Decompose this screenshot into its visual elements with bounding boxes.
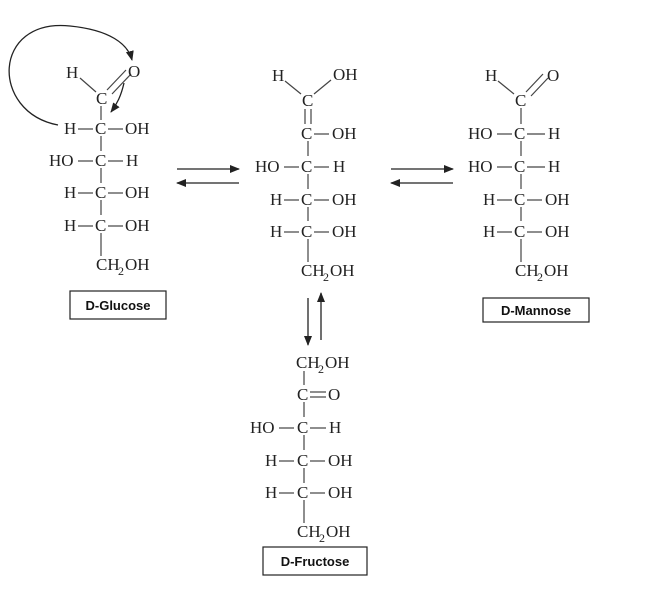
enediol-c4: C <box>301 190 312 209</box>
enediol-c1-h: H <box>272 66 284 85</box>
enediol-c4-oh: OH <box>332 190 357 209</box>
enediol-c2-oh: OH <box>332 124 357 143</box>
glucose-h-c-bond <box>79 77 97 93</box>
mannose-aldehyde-h: H <box>485 66 497 85</box>
mannose-co-bond-a <box>525 73 544 93</box>
mannose-c4-h: H <box>483 190 495 209</box>
mannose-c5-h: H <box>483 222 495 241</box>
fructose-c5-h: H <box>265 483 277 502</box>
mannose-label: D-Mannose <box>501 303 571 318</box>
glucose-label-box <box>69 290 167 320</box>
glucose-carbonyl-o: O <box>128 62 140 81</box>
enediol-c3: C <box>301 157 312 176</box>
glucose-label: D-Glucose <box>85 298 150 313</box>
fructose-c1-subscript: 2 <box>318 362 324 376</box>
glucose-co-bond-a <box>106 69 127 91</box>
enediol-c5-h: H <box>270 222 282 241</box>
mannose-c2: C <box>514 124 525 143</box>
mannose-label-box <box>482 297 590 323</box>
mannose-structure: H C O HO C H HO C H H C OH H C OH C <box>468 66 570 284</box>
mannose-c2-ho: HO <box>468 124 493 143</box>
mannose-c4: C <box>514 190 525 209</box>
glucose-c4-h: H <box>64 183 76 202</box>
enediol-c4-h: H <box>270 190 282 209</box>
mannose-c2-h: H <box>548 124 560 143</box>
enediol-c1-oh-bond <box>313 79 332 95</box>
mannose-c5: C <box>514 222 525 241</box>
enediol-c6-subscript: 2 <box>323 270 329 284</box>
glucose-c6-oh: OH <box>125 255 150 274</box>
mannose-c6-oh: OH <box>544 261 569 280</box>
mannose-co-bond-b <box>530 77 549 97</box>
glucose-c5-oh: OH <box>125 216 150 235</box>
glucose-c2-oh: OH <box>125 119 150 138</box>
glucose-c3: C <box>95 151 106 170</box>
mannose-c6-ch: CH <box>515 261 539 280</box>
fructose-label-box <box>262 546 368 576</box>
mannose-carbonyl-o: O <box>547 66 559 85</box>
fructose-c5: C <box>297 483 308 502</box>
glucose-c6-subscript: 2 <box>118 264 124 278</box>
glucose-c6-ch: CH <box>96 255 120 274</box>
fructose-c3-h: H <box>329 418 341 437</box>
enediol-h-c-bond <box>284 80 302 95</box>
glucose-c5: C <box>95 216 106 235</box>
mannose-c3-ho: HO <box>468 157 493 176</box>
glucose-co-bond-b <box>111 73 132 95</box>
glucose-c1: C <box>96 89 107 108</box>
fructose-c6-oh: OH <box>326 522 351 541</box>
enediol-c6-ch: CH <box>301 261 325 280</box>
glucose-c3-h: H <box>126 151 138 170</box>
enediol-c1: C <box>302 91 313 110</box>
enediol-c5: C <box>301 222 312 241</box>
glucose-c4-oh: OH <box>125 183 150 202</box>
fructose-c4-oh: OH <box>328 451 353 470</box>
glucose-c3-ho: HO <box>49 151 74 170</box>
mannose-c3-h: H <box>548 157 560 176</box>
enediol-c5-oh: OH <box>332 222 357 241</box>
enediol-c6-oh: OH <box>330 261 355 280</box>
loop-arrow <box>8 25 134 126</box>
fructose-carbonyl-o: O <box>328 385 340 404</box>
mannose-h-c-bond <box>497 80 515 95</box>
mannose-c4-oh: OH <box>545 190 570 209</box>
short-curved-arrow <box>110 82 125 113</box>
fructose-c1-oh: OH <box>325 353 350 372</box>
enediol-c2: C <box>301 124 312 143</box>
enediol-c1-oh: OH <box>333 65 358 84</box>
enediol-c3-ho: HO <box>255 157 280 176</box>
glucose-structure: H C O H C OH HO C H H C OH H C OH C <box>8 25 150 278</box>
fructose-c6-ch: CH <box>297 522 321 541</box>
fructose-c2: C <box>297 385 308 404</box>
glucose-c2-h: H <box>64 119 76 138</box>
mannose-c6-subscript: 2 <box>537 270 543 284</box>
fructose-structure: CH 2 OH C O HO C H H C OH H C OH CH 2 OH <box>250 353 353 545</box>
fructose-c4: C <box>297 451 308 470</box>
glucose-c4: C <box>95 183 106 202</box>
glucose-c2: C <box>95 119 106 138</box>
fructose-c1-ch: CH <box>296 353 320 372</box>
fructose-c4-h: H <box>265 451 277 470</box>
enediol-structure: H C OH C OH HO C H H C OH H C OH CH 2 <box>255 65 358 284</box>
mannose-c3: C <box>514 157 525 176</box>
mannose-c5-oh: OH <box>545 222 570 241</box>
fructose-c5-oh: OH <box>328 483 353 502</box>
fructose-label: D-Fructose <box>281 554 350 569</box>
fructose-c6-subscript: 2 <box>319 531 325 545</box>
mannose-c1: C <box>515 91 526 110</box>
fructose-c3-ho: HO <box>250 418 275 437</box>
glucose-aldehyde-h: H <box>66 63 78 82</box>
enediol-c3-h: H <box>333 157 345 176</box>
glucose-c5-h: H <box>64 216 76 235</box>
fructose-c3: C <box>297 418 308 437</box>
